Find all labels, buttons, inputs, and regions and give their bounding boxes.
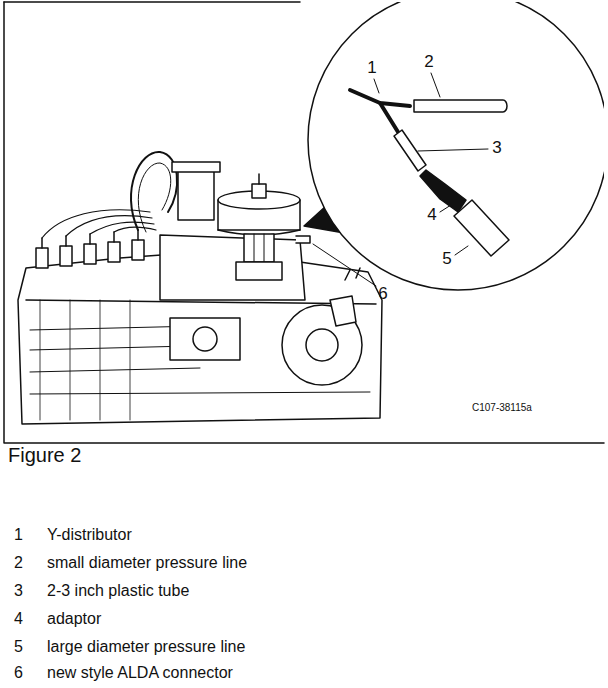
pump-fitting [193,327,217,351]
callout-number: 4 [427,205,436,225]
small-pressure-line [414,100,507,112]
fuel-filter [172,162,220,172]
key-number: 2 [14,554,23,572]
timing-cover-hub [306,329,338,361]
figure-title: Figure 2 [8,444,81,467]
callout-number: 1 [367,58,376,78]
injection-lines [42,210,156,238]
fuel-return-pipe [138,163,171,232]
callout-number: 3 [492,138,501,158]
key-text: small diameter pressure line [47,554,247,572]
key-text: large diameter pressure line [47,638,245,656]
y-distributor [380,103,398,132]
fuel-filter [178,170,214,220]
key-text: adaptor [47,610,101,628]
detail-circle [308,2,604,290]
key-number: 1 [14,526,23,544]
key-text: new style ALDA connector [47,664,233,682]
pump-housing [170,318,240,360]
adaptor [420,170,466,212]
alda-connector [296,236,310,243]
callout-number: 2 [424,52,433,72]
alda-unit [218,174,300,280]
key-number: 3 [14,582,23,600]
key-text: Y-distributor [47,526,132,544]
figure-frame [4,1,300,3]
drawing-code: C107-38115a [472,402,532,414]
key-text: 2-3 inch plastic tube [47,582,189,600]
callout-number: 6 [378,284,387,304]
key-number: 5 [14,638,23,656]
key-number: 6 [14,664,23,682]
callout-number: 5 [442,249,451,269]
block-ribs [40,300,130,420]
injection-pump [160,235,305,300]
large-pressure-line [454,200,509,256]
injector-row [36,230,144,268]
key-number: 4 [14,610,23,628]
leader-lines [313,73,488,286]
mount-bracket [330,296,356,326]
